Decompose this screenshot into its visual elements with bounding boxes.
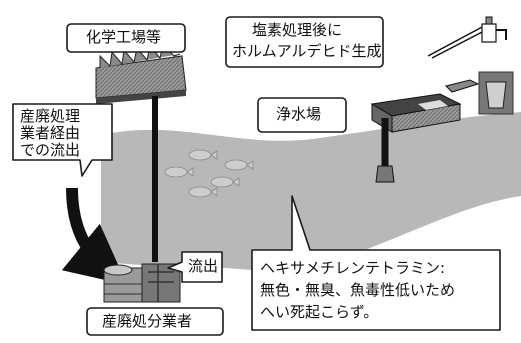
waste-route-arrow xyxy=(61,187,128,286)
fish-icon xyxy=(164,166,194,178)
hmt-label-line3: へい死起こらず。 xyxy=(260,303,379,321)
faucet-pipe-upper xyxy=(427,25,485,57)
faucet-icon xyxy=(481,16,507,43)
faucet-pipe xyxy=(431,29,487,59)
fish-icon xyxy=(224,159,254,171)
industrial-waste-label-line1: 産廃処理 xyxy=(20,107,81,125)
fish-group xyxy=(164,149,254,198)
hmt-label-line1: ヘキサメチレンテトラミン: xyxy=(260,259,446,277)
chemical-plant-box xyxy=(66,23,186,53)
water-plant-label: 浄水場 xyxy=(276,105,322,123)
fish-icon xyxy=(188,149,218,161)
industrial-waste-label-line2: 業者経由 xyxy=(20,124,81,142)
chlorine-box xyxy=(225,16,384,68)
disposal-company-box xyxy=(86,307,224,336)
intake-pump xyxy=(375,165,395,183)
outflow-label: 流出 xyxy=(188,257,219,275)
fish-icon xyxy=(188,186,218,198)
fish-icon xyxy=(210,176,240,188)
disposal-facility-icon xyxy=(103,263,181,303)
water-plant-box xyxy=(257,97,347,133)
chlorine-label-line1: 塩素処理後に xyxy=(252,21,343,39)
water-plant-icon xyxy=(370,79,480,133)
disposal-company-label: 産廃処分業者 xyxy=(102,312,193,330)
chlorine-label-line2: ホルムアルデヒド生成 xyxy=(232,42,382,60)
factory-icon xyxy=(95,42,187,104)
industrial-waste-callout xyxy=(12,103,113,177)
hmt-label-line2: 無色・無臭、魚毒性低いため xyxy=(260,281,456,299)
industrial-waste-label-line3: での流出 xyxy=(20,141,81,159)
outflow-callout xyxy=(167,251,223,283)
river xyxy=(101,112,521,271)
chemical-plant-label: 化学工場等 xyxy=(86,28,162,46)
hmt-callout xyxy=(251,195,501,331)
water-glass-icon xyxy=(478,71,514,115)
